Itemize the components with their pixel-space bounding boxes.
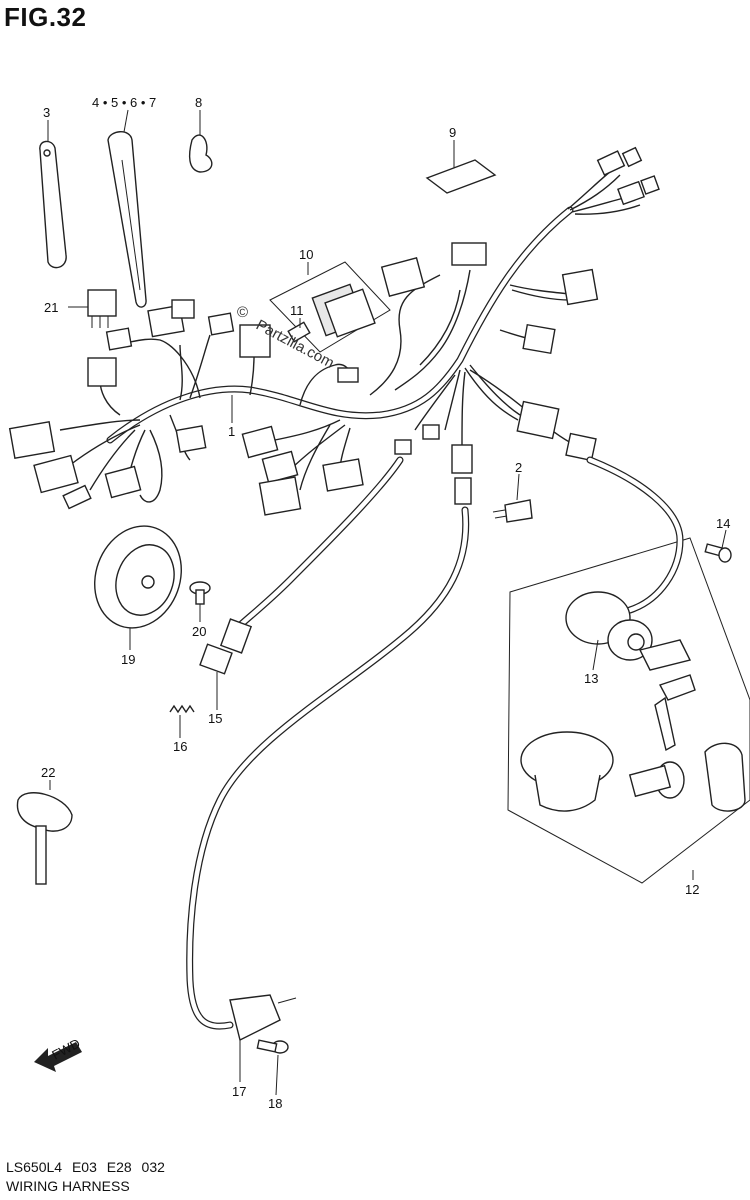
callout-2: 2 [515,460,522,475]
switch-17[interactable] [229,994,297,1042]
relay-box-10[interactable] [239,261,391,358]
ignition-key-set-12[interactable] [507,456,750,884]
bolt-20[interactable] [189,581,211,605]
key-22[interactable] [16,792,73,885]
switch-cable[interactable] [186,456,470,1030]
callout-4-7: 4 • 5 • 6 • 7 [92,95,156,110]
watermark-mark: © [237,304,248,321]
fuse-11[interactable] [287,321,311,343]
screw-18[interactable] [256,1039,289,1054]
callout-19: 19 [121,652,135,667]
callout-12: 12 [685,882,699,897]
callout-16: 16 [173,739,187,754]
callout-18: 18 [268,1096,282,1111]
figure-title: FIG.32 [4,2,87,32]
leader-lines [47,109,727,1096]
relay-21[interactable] [87,289,117,328]
callout-13: 13 [584,671,598,686]
callout-22: 22 [41,765,55,780]
ignition-lock-13[interactable] [565,591,653,661]
callout-21: 21 [44,300,58,315]
forward-arrow: FWD [34,1036,83,1072]
callout-1: 1 [228,424,235,439]
callout-15: 15 [208,711,222,726]
callout-17: 17 [232,1084,246,1099]
callout-20: 20 [192,624,206,639]
spring-16[interactable] [169,704,195,714]
callout-11: 11 [290,303,304,318]
callout-8: 8 [195,95,202,110]
callout-10: 10 [299,247,313,262]
callout-9: 9 [449,125,456,140]
screw-14[interactable] [704,543,732,563]
clamp-8[interactable] [188,134,213,173]
clamp-3[interactable] [39,140,67,269]
connector-2[interactable] [492,499,533,523]
model-code: LS650L4 E03 E28 032 [6,1159,165,1175]
label-9 [425,159,497,194]
callout-3: 3 [43,105,50,120]
callout-numbers: 3 4 • 5 • 6 • 7 8 9 10 11 21 1 2 14 13 1… [41,95,730,1111]
horn-19[interactable] [81,514,196,640]
cable-ties-4-7[interactable] [107,131,147,308]
switch-15[interactable] [199,618,253,675]
callout-14: 14 [716,516,730,531]
connectors [8,146,660,516]
figure-name: WIRING HARNESS [6,1178,130,1194]
